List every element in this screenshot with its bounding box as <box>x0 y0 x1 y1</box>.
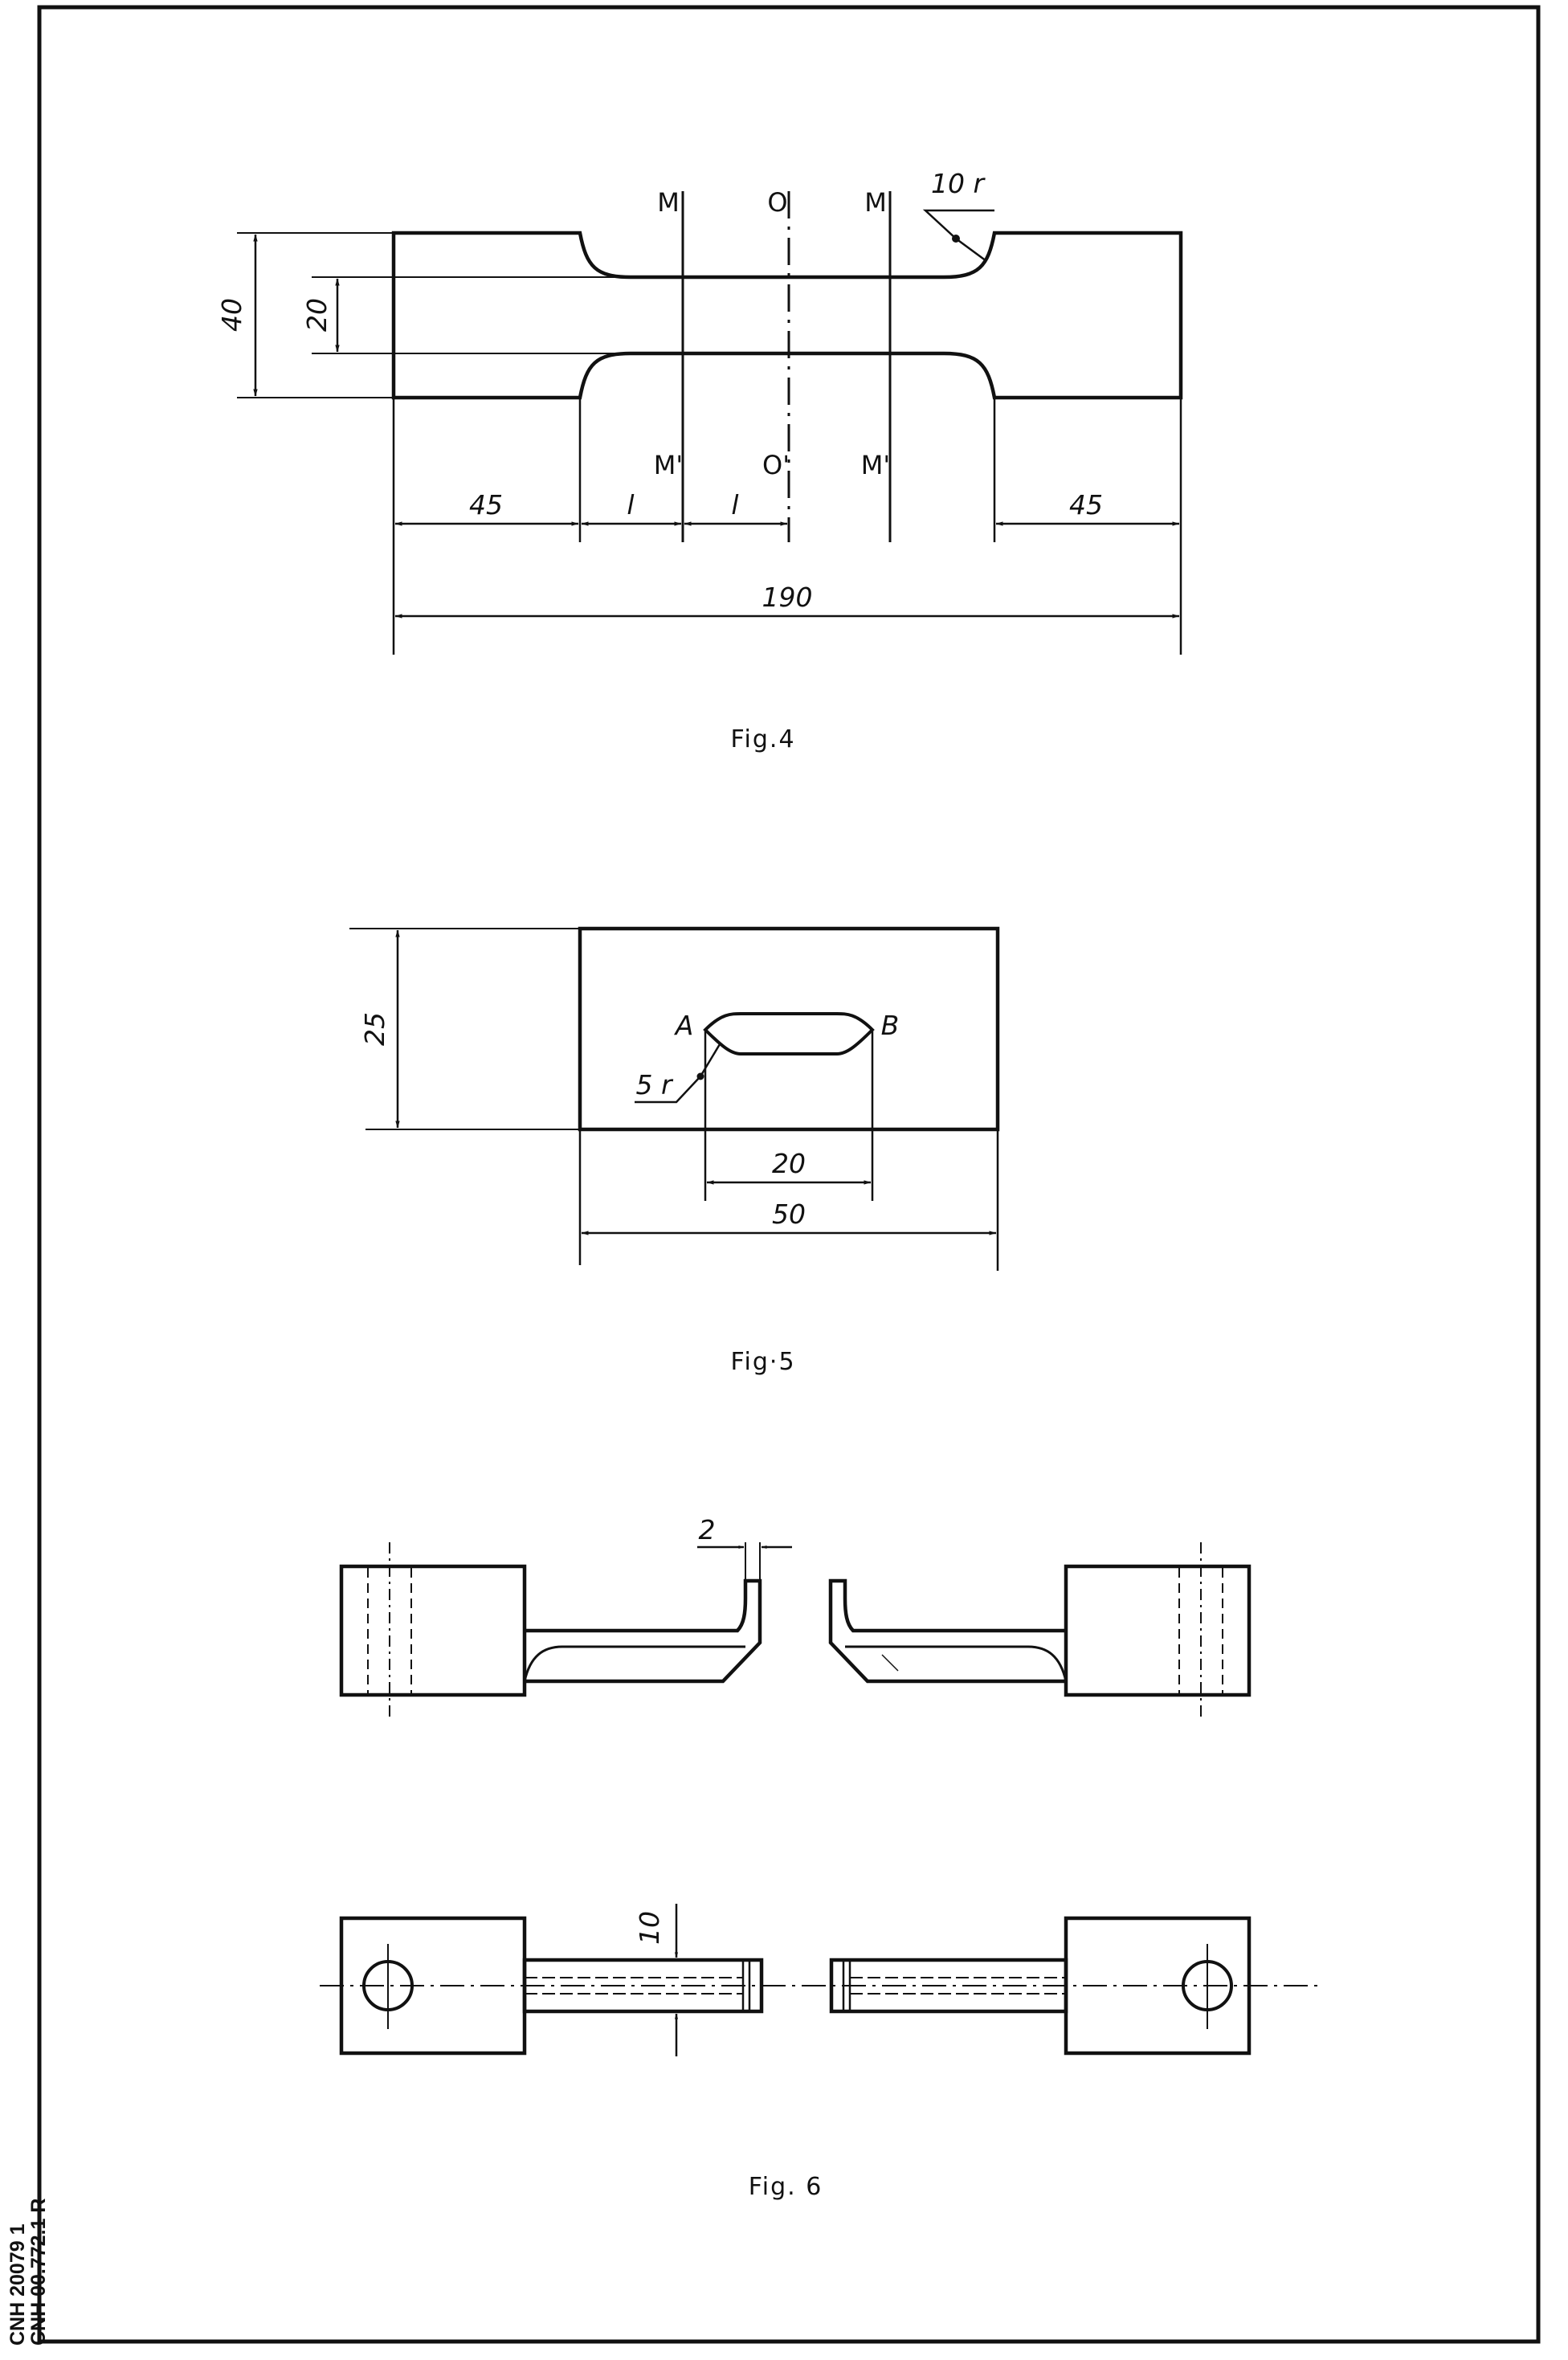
fig4-label-40: 40 <box>216 298 247 332</box>
fig4-label-20: 20 <box>301 298 333 332</box>
fig4-label-gauge-right: l <box>731 489 738 521</box>
fig6-label-2: 2 <box>699 1514 716 1545</box>
side-reference-line-2: CNH 00.772.1 R <box>27 2199 50 2346</box>
fig5-point-b: B <box>881 1010 900 1041</box>
fig6-caption: Fig. 6 <box>749 2173 823 2201</box>
fig5-caption: Fig·5 <box>730 1348 795 1376</box>
fig4-section-label-m-top-left: M <box>657 187 680 218</box>
figure-4 <box>237 191 1183 655</box>
fig4-label-190: 190 <box>762 582 813 613</box>
fig4-label-right-45: 45 <box>1069 489 1103 521</box>
fig6-left-block <box>339 1564 527 1697</box>
fig6-right-shank <box>829 1958 1068 2014</box>
fig6-left-jaw <box>525 1578 762 1684</box>
fig5-radius-leader <box>635 1043 721 1104</box>
fig5-label-25: 25 <box>359 1012 390 1046</box>
figure-5 <box>349 926 1000 1271</box>
fig5-label-20: 20 <box>772 1148 806 1179</box>
fig5-point-a: A <box>674 1010 694 1041</box>
fig4-section-label-m-bottom-left: M' <box>654 450 683 480</box>
fig4-radius-label: 10 r <box>931 168 986 199</box>
fig6-right-block-top <box>1064 1916 1252 2056</box>
fig5-notch <box>703 1012 875 1055</box>
fig6-label-10: 10 <box>634 1911 665 1945</box>
fig4-caption: Fig.4 <box>730 725 795 753</box>
fig4-specimen-outline <box>391 231 1183 400</box>
fig6-right-jaw <box>828 1578 1066 1684</box>
figure-6-top-view <box>320 1904 1317 2056</box>
fig4-label-gauge-left: l <box>627 489 634 521</box>
page-frame <box>37 5 1541 2344</box>
fig5-radius-label: 5 r <box>635 1069 673 1100</box>
fig4-section-label-o-top: O <box>767 187 787 218</box>
fig4-section-label-o-bottom: O' <box>762 450 790 480</box>
fig5-label-50: 50 <box>772 1198 806 1230</box>
fig4-section-label-m-top-right: M <box>864 187 887 218</box>
fig4-radius-leader <box>922 209 994 263</box>
fig5-plate-outline <box>578 926 1000 1132</box>
fig6-right-block <box>1064 1564 1252 1697</box>
fig4-label-left-45: 45 <box>469 489 503 521</box>
figure-6-side-view <box>339 1542 1252 1719</box>
side-reference-line-1: CNH 20079 1 <box>6 2223 29 2346</box>
fig6-left-shank <box>522 1958 764 2014</box>
fig4-section-label-m-bottom-right: M' <box>861 450 890 480</box>
